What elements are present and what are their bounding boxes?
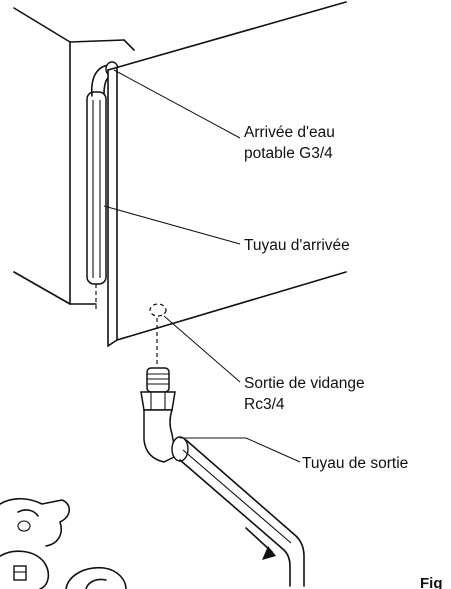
label-water-inlet-line1: Arrivée d'eau [244,124,335,141]
leader-lines [103,69,301,463]
label-water-inlet-line2: potable G3/4 [244,145,333,162]
label-drain-outlet-line2: Rc3/4 [244,396,285,413]
back-panel [13,7,135,305]
label-inlet-hose: Tuyau d'arrivée [244,237,350,254]
drain-fitting [140,367,176,411]
label-drain-outlet-line1: Sortie de vidange [244,375,365,392]
figure-caption: Fig [420,575,443,589]
drain-opening [149,303,167,365]
front-panel [107,1,347,347]
bottom-parts [0,497,127,589]
label-outlet-hose: Tuyau de sortie [302,455,408,472]
outlet-hose [143,409,305,587]
